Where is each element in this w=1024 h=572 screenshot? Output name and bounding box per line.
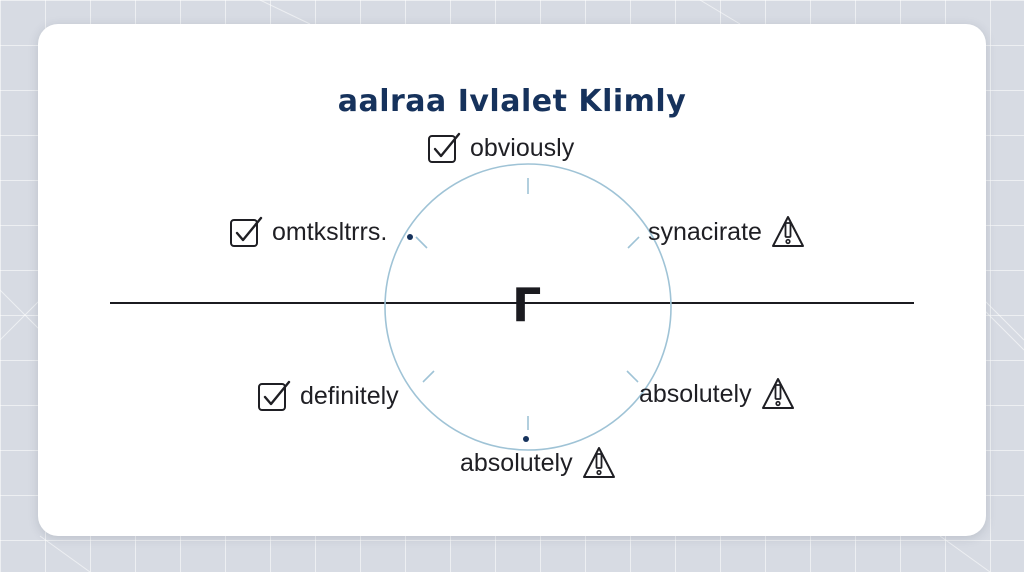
node-synacirate: synacirate [648, 214, 806, 250]
node-label: definitely [300, 381, 399, 410]
diagram-card: aalraa Ivlalet Klimly Γ obviously [38, 24, 986, 536]
node-absolutely-right: absolutely [639, 376, 796, 412]
node-absolutely-bottom: absolutely [460, 445, 617, 481]
warning-triangle-icon [582, 447, 615, 478]
tick-lower-left [422, 370, 435, 383]
node-obviously: obviously [426, 130, 574, 166]
tick-lower-right [626, 370, 639, 383]
central-circle [384, 163, 672, 451]
dot-upper-left [407, 234, 413, 240]
tick-upper-right [627, 236, 640, 249]
tick-upper-left [415, 236, 428, 249]
checkbox-check-icon [230, 216, 263, 247]
checkbox-check-icon [258, 380, 291, 411]
node-label: absolutely [460, 448, 573, 477]
dot-bottom [523, 436, 529, 442]
diagram-title: aalraa Ivlalet Klimly [337, 84, 687, 119]
warning-triangle-icon [771, 216, 804, 247]
node-label: obviously [470, 133, 575, 162]
node-definitely: definitely [256, 378, 399, 414]
node-label: absolutely [639, 379, 752, 408]
center-symbol: Γ [512, 278, 542, 332]
warning-triangle-icon [761, 378, 794, 409]
node-label: synacirate [648, 217, 762, 246]
checkbox-check-icon [428, 132, 461, 163]
node-label: omtksltrrs. [272, 217, 388, 246]
node-omtksltrrs: omtksltrrs. [228, 214, 387, 250]
circle-diagram [110, 163, 914, 451]
